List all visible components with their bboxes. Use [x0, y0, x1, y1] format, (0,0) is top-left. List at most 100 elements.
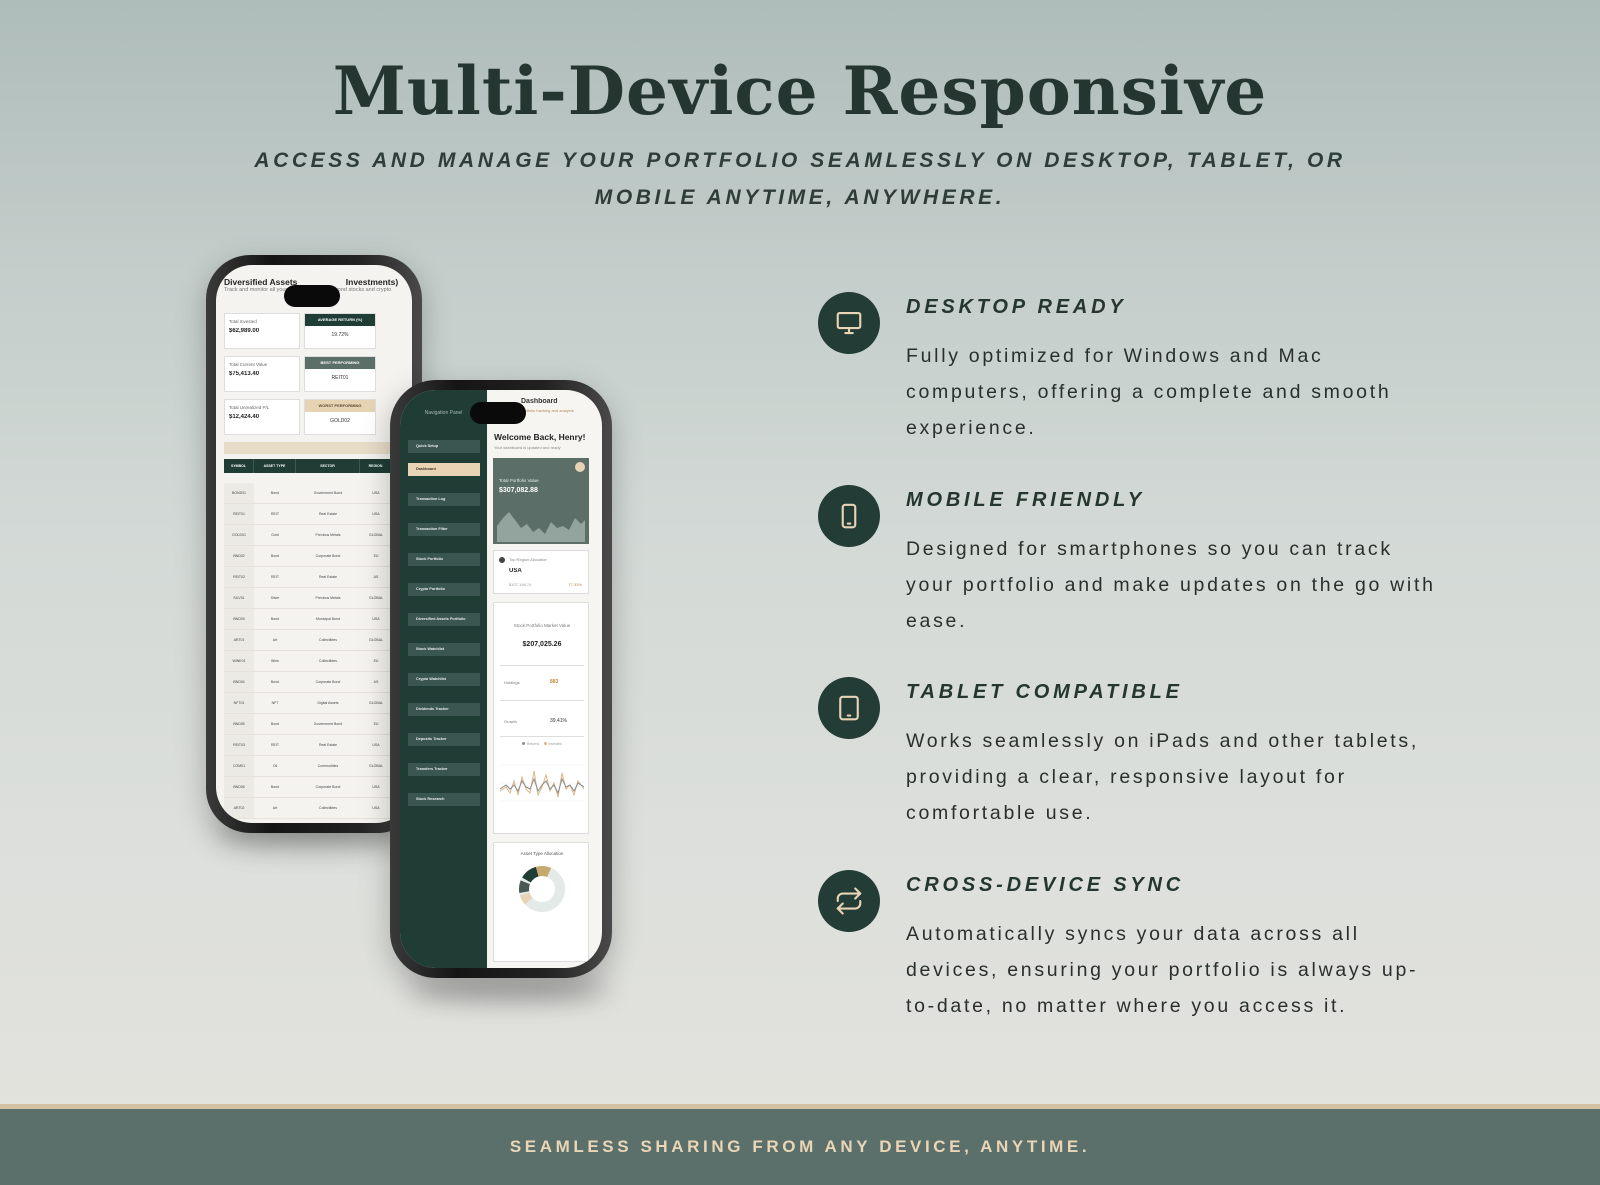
table-cell: Oil	[272, 764, 278, 768]
dashboard-main: Dashboard portfolio tracking and analysi…	[487, 390, 602, 968]
table-cell: Bond	[270, 554, 280, 558]
table-cell: Collectibles	[319, 638, 337, 642]
nav-item[interactable]: Crypto Watchlist	[408, 673, 480, 686]
table-cell: REIT03	[224, 735, 254, 755]
table-cell: Wine	[271, 659, 279, 663]
table-cell: GLOBAL	[368, 638, 383, 642]
table-cell: Corporate Bond	[315, 785, 341, 789]
table-cell: Bond	[270, 722, 280, 726]
table-header-cell: SYMBOL	[224, 459, 254, 473]
feature-text: Fully optimized for Windows and Mac comp…	[906, 345, 1392, 439]
table-cell: Government Bond	[313, 491, 343, 495]
back-phone-screen: Diversified Assets Investments) Track an…	[216, 265, 412, 823]
nav-item[interactable]: Transaction Log	[408, 493, 480, 506]
table-cell: USA	[372, 617, 380, 621]
table-cell: BND06	[224, 777, 254, 797]
nav-item[interactable]: Quick Setup	[408, 440, 480, 453]
total-value-sparkline	[497, 512, 585, 542]
stock-growth-chart	[500, 764, 584, 802]
region-card: Top Region Allocation USA $107,198.74 77…	[493, 550, 589, 594]
table-cell: BND04	[224, 672, 254, 692]
nav-item[interactable]: Deposits Tracker	[408, 733, 480, 746]
region-pct: 77.33%	[568, 582, 582, 587]
table-cell: Government Bond	[313, 722, 343, 726]
table-cell: WINE01	[224, 651, 254, 671]
region-amount: $107,198.74	[509, 582, 532, 587]
allocation-card: Asset Type Allocation	[493, 842, 589, 962]
feature-text: Works seamlessly on iPads and other tabl…	[906, 730, 1419, 824]
growth-label: Growth	[504, 719, 517, 724]
nav-item[interactable]: Transfers Tracker	[408, 763, 480, 776]
table-cell: USA	[372, 785, 380, 789]
nav-item[interactable]: Stock Portfolio	[408, 553, 480, 566]
welcome-text: Welcome Back, Henry!	[494, 432, 586, 442]
table-cell: Silver	[270, 596, 280, 600]
nav-item[interactable]: Transaction Filter	[408, 523, 480, 536]
table-cell: Corporate Bond	[315, 680, 341, 684]
region-value: USA	[509, 568, 522, 574]
legend-dot-invested	[543, 742, 547, 745]
dynamic-island	[470, 402, 526, 424]
welcome-sub: Your dashboard is updated and ready	[494, 445, 561, 450]
table-cell: NFT	[271, 701, 279, 705]
globe-icon	[499, 557, 505, 563]
feature-title: TABLET COMPATIBLE	[906, 681, 1183, 703]
summary-badge-card: AVERAGE RETURN (%)19.72%	[304, 313, 376, 349]
table-cell: Real Estate	[318, 575, 338, 579]
summary-badge: WORST PERFORMING	[305, 400, 375, 412]
nav-item[interactable]: Stock Watchlist	[408, 643, 480, 656]
footer-text: SEAMLESS SHARING FROM ANY DEVICE, ANYTIM…	[509, 1137, 1091, 1156]
footer-divider	[0, 1104, 1600, 1109]
stock-label: Stock Portfolio Market Value	[513, 623, 571, 628]
table-cell: USA	[372, 491, 380, 495]
stock-card: Stock Portfolio Market Value $207,025.26…	[493, 602, 589, 834]
summary-badge: BEST PERFORMING	[305, 357, 375, 369]
page-title: Multi-Device Responsive	[332, 52, 1268, 130]
total-value: $307,082.88	[499, 487, 538, 494]
allocation-title: Asset Type Allocation	[520, 851, 564, 856]
feature-text: Designed for smartphones so you can trac…	[906, 538, 1436, 632]
table-cell: GLOBAL	[368, 533, 383, 537]
table-cell: BOND01	[224, 483, 254, 503]
stock-value: $207,025.26	[522, 641, 562, 648]
nav-item[interactable]: Diversified Assets Portfolio	[408, 613, 480, 626]
nav-item[interactable]: Stock Research	[408, 793, 480, 806]
summary-card-label: Total Current Value	[229, 362, 268, 367]
table-cell: EU	[373, 659, 379, 663]
nav-item[interactable]: Dashboard	[408, 463, 480, 476]
growth-value: 39.41%	[550, 718, 567, 724]
legend-dot-returns	[522, 742, 526, 745]
back-phone-subtitle: Track and monitor all your	[224, 287, 288, 293]
table-cell: Corporate Bond	[315, 554, 341, 558]
nav-item[interactable]: Dividends Tracker	[408, 703, 480, 716]
table-cell: BND02	[224, 546, 254, 566]
table-cell: REIT02	[224, 567, 254, 587]
table-cell: EU	[373, 722, 379, 726]
nav-item[interactable]: Crypto Portfolio	[408, 583, 480, 596]
back-phone-band	[224, 442, 402, 454]
table-cell: Gold	[271, 533, 279, 537]
table-cell: REIT	[271, 743, 279, 747]
dashboard-header-sub: portfolio tracking and analysis	[521, 408, 574, 413]
table-cell: USA	[372, 743, 380, 747]
table-cell: GLOBAL	[368, 701, 383, 705]
table-cell: Collectibles	[319, 806, 337, 810]
table-cell: BND05	[224, 714, 254, 734]
table-cell: AS	[373, 680, 379, 684]
sync-icon	[818, 870, 880, 932]
